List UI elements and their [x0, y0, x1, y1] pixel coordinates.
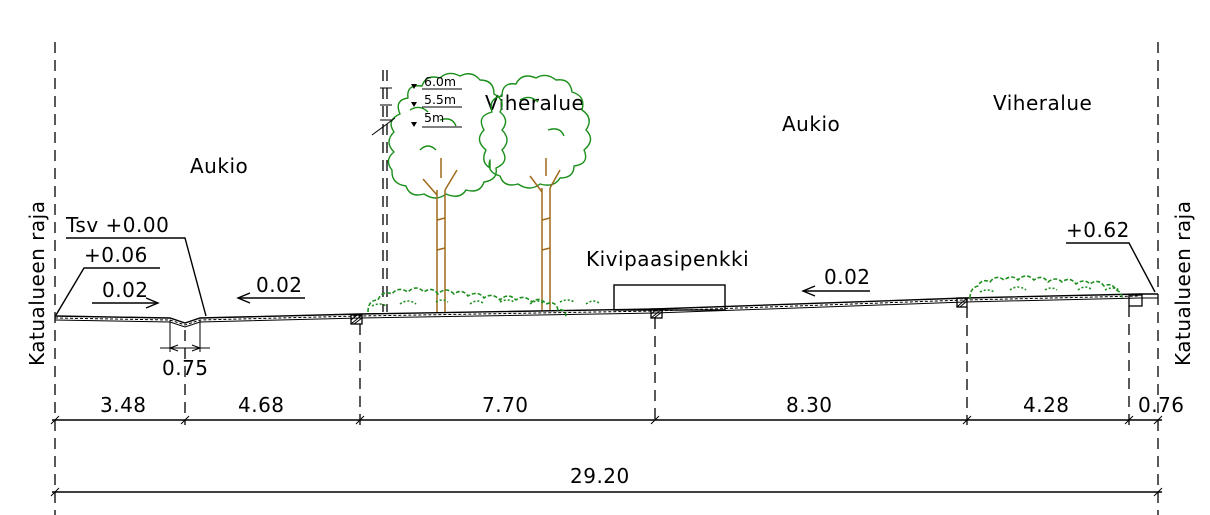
viheralue-right-label: Viheralue: [993, 91, 1092, 115]
segment-dim-3: 7.70: [482, 393, 529, 417]
svg-text:0.02: 0.02: [824, 265, 871, 289]
svg-text:0.02: 0.02: [256, 273, 303, 297]
slope-arrow-left-a: 0.02: [92, 278, 160, 309]
tree-left: [387, 72, 508, 312]
right-edge-elevation-marker: +0.62: [1066, 218, 1156, 293]
total-dim: 29.20: [570, 464, 630, 488]
bench-shape: [613, 284, 726, 311]
svg-text:Tsv +0.00: Tsv +0.00: [65, 213, 169, 237]
total-dimension-line: [50, 487, 1163, 497]
segment-dim-5: 4.28: [1023, 393, 1070, 417]
tree-right: [478, 74, 592, 310]
aukio-right-label: Aukio: [782, 112, 840, 136]
right-boundary-label: Katualueen raja: [1171, 201, 1195, 366]
dimension-extension-lines: [184, 306, 1130, 425]
tree-height-5-5m: 5.5m: [424, 92, 456, 107]
svg-text:0.02: 0.02: [102, 278, 149, 302]
slope-arrow-right: 0.02: [801, 265, 871, 297]
shrubs-right: [969, 275, 1123, 299]
shrubs-center: [367, 287, 601, 319]
bench-label: Kivipaasipenkki: [586, 247, 749, 271]
tree-height-markers: 6.0m 5.5m 5m: [371, 70, 462, 312]
slope-arrow-left-b: 0.02: [236, 273, 305, 304]
segment-dimension-line: [50, 415, 1163, 425]
segment-dim-6: 0.76: [1138, 393, 1185, 417]
left-boundary-label: Katualueen raja: [25, 201, 49, 366]
svg-text:+0.06: +0.06: [84, 243, 148, 267]
tree-height-5m: 5m: [424, 110, 444, 125]
ground-surface: [54, 293, 1158, 328]
segment-dim-2: 4.68: [238, 393, 285, 417]
tree-height-6m: 6.0m: [424, 74, 456, 89]
left-edge-elevation-marker: +0.06: [55, 243, 160, 316]
curb-stones: [350, 294, 1143, 325]
tsv-elevation-marker: Tsv +0.00: [65, 213, 207, 317]
aukio-left-label: Aukio: [190, 154, 248, 178]
segment-dim-4: 8.30: [786, 393, 833, 417]
svg-text:+0.62: +0.62: [1066, 218, 1130, 242]
segment-dim-1: 3.48: [100, 393, 147, 417]
